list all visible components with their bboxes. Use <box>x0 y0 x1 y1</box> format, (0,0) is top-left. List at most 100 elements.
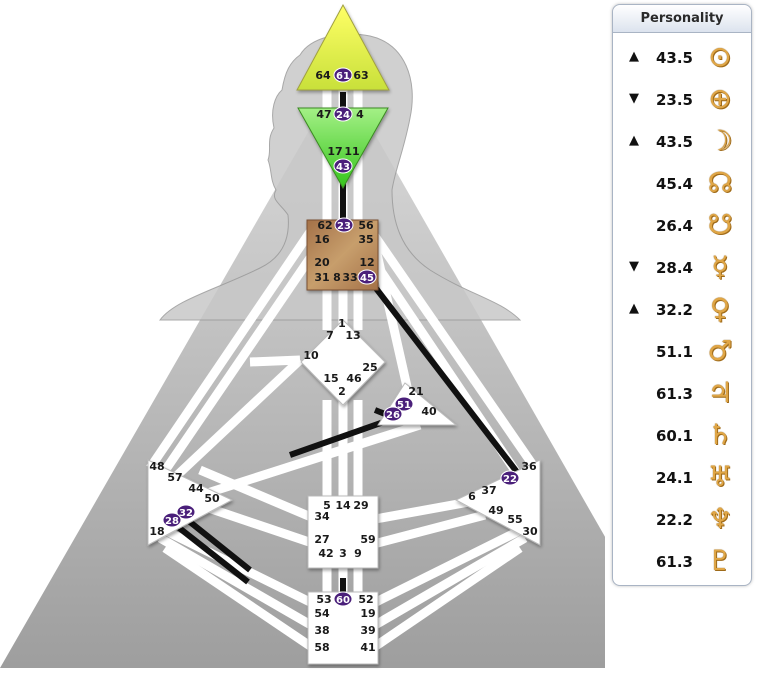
planet-value: 32.2 <box>655 301 693 319</box>
active-gate-marker <box>357 269 377 285</box>
planet-row-mars: 51.1♂ <box>613 334 751 374</box>
head-center <box>296 3 390 91</box>
gate-51: 51 <box>397 400 411 411</box>
gate-60: 60 <box>336 595 350 606</box>
gate-30: 30 <box>522 525 538 538</box>
south-node-icon: ☋ <box>707 208 733 241</box>
active-gate-marker <box>383 406 403 422</box>
venus-icon: ♀ <box>709 292 731 325</box>
active-gate-marker <box>333 106 353 122</box>
gate-4: 4 <box>356 108 364 121</box>
gate-25: 25 <box>362 361 377 374</box>
gate-18: 18 <box>149 525 164 538</box>
planet-value: 24.1 <box>655 469 693 487</box>
gate-9: 9 <box>354 547 362 560</box>
planet-value: 61.3 <box>655 385 693 403</box>
active-gate-marker <box>333 158 353 174</box>
active-gate-marker <box>333 67 353 83</box>
arrow-down-icon: ▼ <box>629 91 639 106</box>
gate-5: 5 <box>323 499 331 512</box>
gate-57: 57 <box>167 471 182 484</box>
gate-13: 13 <box>345 329 360 342</box>
gate-21: 21 <box>408 385 423 398</box>
gate-47: 47 <box>316 108 331 121</box>
gate-44: 44 <box>188 482 204 495</box>
gate-6: 6 <box>468 490 476 503</box>
gate-29: 29 <box>353 499 368 512</box>
active-gate-marker <box>333 591 353 607</box>
gate-48: 48 <box>149 460 164 473</box>
planet-value: 51.1 <box>655 343 693 361</box>
active-gate-marker <box>500 470 520 486</box>
pluto-icon: ♇ <box>707 544 733 577</box>
gate-1: 1 <box>338 317 346 330</box>
planet-row-sun: ▲ 43.5 ⊙ <box>613 40 751 80</box>
gate-7: 7 <box>326 329 334 342</box>
active-gate-marker <box>334 217 354 233</box>
planet-row-pluto: 61.3♇ <box>613 544 751 584</box>
gate-32: 32 <box>179 508 193 519</box>
gate-49: 49 <box>488 504 503 517</box>
saturn-icon: ♄ <box>707 418 733 451</box>
gate-12: 12 <box>359 256 374 269</box>
gate-22: 22 <box>503 474 517 485</box>
planet-row-earth: ▼ 23.5 ⊕ <box>613 82 751 122</box>
gate-27: 27 <box>314 533 329 546</box>
planet-row-uranus: 24.1 ♅ <box>613 460 751 500</box>
jupiter-icon: ♃ <box>707 376 733 409</box>
planet-value: 23.5 <box>655 91 693 109</box>
gate-3: 3 <box>339 547 347 560</box>
solar-plexus-center <box>454 459 541 546</box>
gate-8: 8 <box>333 271 341 284</box>
gate-28: 28 <box>165 516 179 527</box>
planet-row-saturn: 60.1♄ <box>613 418 751 458</box>
earth-icon: ⊕ <box>708 82 732 115</box>
planet-value: 22.2 <box>655 511 693 529</box>
active-gate-marker <box>394 396 414 412</box>
gate-41: 41 <box>360 641 375 654</box>
north-node-icon: ☊ <box>707 166 733 199</box>
gate-31: 31 <box>314 271 329 284</box>
gate-17: 17 <box>327 145 342 158</box>
arrow-up-icon: ▲ <box>629 301 639 316</box>
sun-icon: ⊙ <box>708 40 732 73</box>
gate-55: 55 <box>507 513 522 526</box>
gate-11: 11 <box>344 145 359 158</box>
defined-channels <box>176 92 523 593</box>
gate-43: 43 <box>336 162 350 173</box>
planet-row-venus: ▲ 32.2 ♀ <box>613 292 751 332</box>
planet-row-moon: ▲43.5☽ <box>613 124 751 164</box>
gate-19: 19 <box>360 607 375 620</box>
planet-value: 43.5 <box>655 49 693 67</box>
moon-icon: ☽ <box>707 124 733 157</box>
uranus-icon: ♅ <box>707 460 733 493</box>
gate-24: 24 <box>336 110 350 121</box>
gate-34: 34 <box>314 510 330 523</box>
gate-63: 63 <box>353 69 368 82</box>
active-gate-marker <box>162 512 182 528</box>
planet-row-neptune: 22.2♆ <box>613 502 751 542</box>
gate-2: 2 <box>338 385 346 398</box>
gate-46: 46 <box>346 372 362 385</box>
gate-42: 42 <box>318 547 333 560</box>
arrow-up-icon: ▲ <box>629 49 639 64</box>
personality-panel: Personality ▲43.5⊙▼23.5⊕▲43.5☽45.4☊26.4☋… <box>612 4 752 586</box>
gate-15: 15 <box>323 372 338 385</box>
gate-10: 10 <box>303 349 319 362</box>
mercury-icon: ☿ <box>711 250 729 283</box>
g-center <box>300 319 386 406</box>
gate-26: 26 <box>386 410 400 421</box>
gate-45: 45 <box>360 273 374 284</box>
gate-38: 38 <box>314 624 329 637</box>
gate-61: 61 <box>336 71 350 82</box>
planet-value: 43.5 <box>655 133 693 151</box>
gate-52: 52 <box>358 593 373 606</box>
active-gate-marker <box>176 504 196 520</box>
gate-50: 50 <box>204 492 220 505</box>
gate-56: 56 <box>358 219 374 232</box>
gate-62: 62 <box>317 219 332 232</box>
planet-row-north-node: 45.4☊ <box>613 166 751 206</box>
sacral-center <box>307 495 379 569</box>
gate-54: 54 <box>314 607 330 620</box>
